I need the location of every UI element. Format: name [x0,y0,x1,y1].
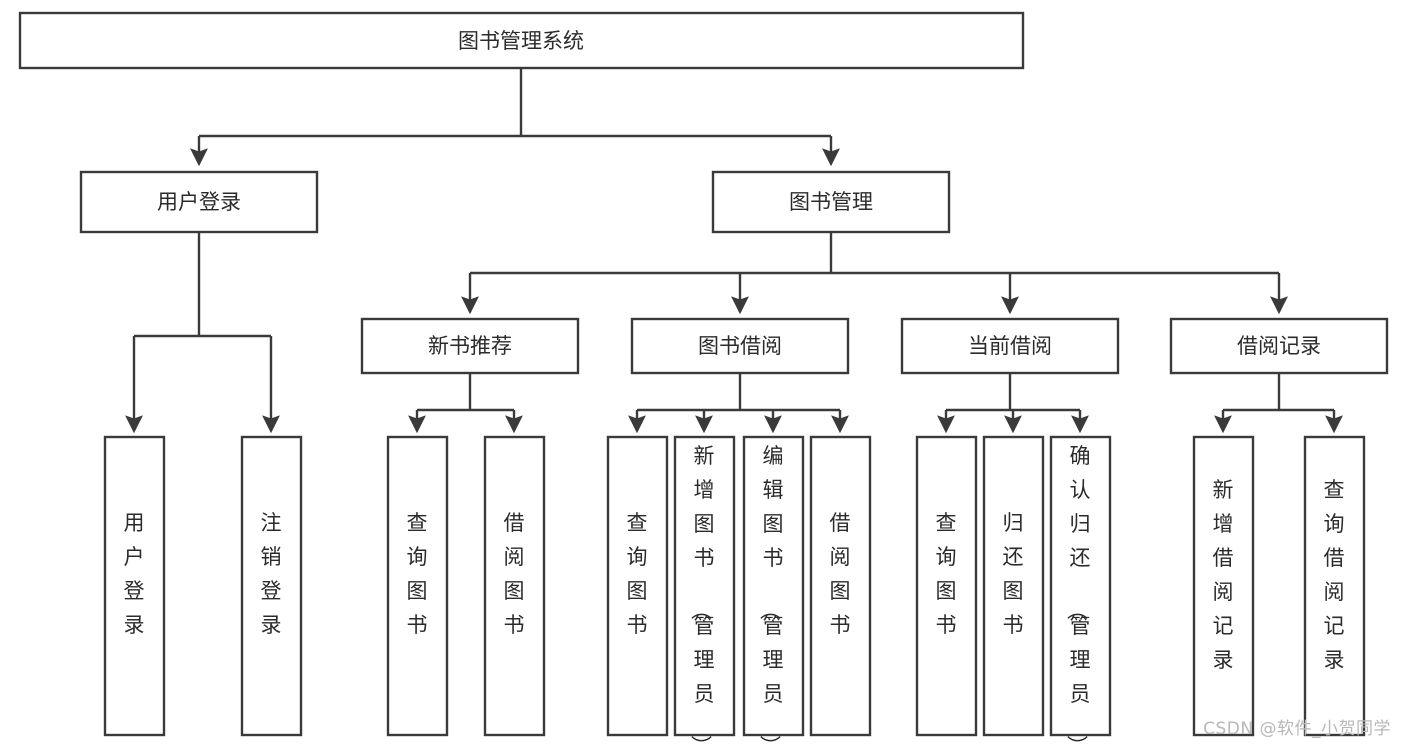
leaf-query-book-3-label: 查询图书 [936,511,957,637]
node-user-login[interactable]: 用户登录 [79,170,319,234]
leaf-query-book-2[interactable]: 查询图书 [606,435,669,737]
leaf-query-borrow-record[interactable]: 查询借阅记录 [1303,435,1366,737]
node-borrow-record-label: 借阅记录 [1237,334,1321,358]
leaf-edit-book-label: 编辑图书（管理员） [758,444,784,747]
node-root-box[interactable] [18,11,1025,70]
leaf-query-book-1[interactable]: 查询图书 [386,435,449,737]
leaf-borrow-book-2[interactable]: 借阅图书 [809,435,872,737]
node-book-manage-box[interactable] [711,170,951,234]
leaf-borrow-book-1-label: 借阅图书 [504,511,525,637]
leaf-query-borrow-record-box[interactable] [1303,435,1366,737]
leaf-user-logout-label: 注销登录 [261,511,282,637]
leaf-user-logout-box[interactable] [240,435,303,737]
node-new-book-recommend-label: 新书推荐 [428,334,512,358]
node-borrow-record[interactable]: 借阅记录 [1169,317,1389,375]
leaf-confirm-return-box[interactable] [1049,435,1112,737]
leaf-query-book-1-label: 查询图书 [407,511,428,637]
node-book-borrow-label: 图书借阅 [698,334,782,358]
leaf-borrow-book-1[interactable]: 借阅图书 [483,435,546,737]
leaf-confirm-return[interactable]: 确认归还（管理员） [1049,435,1112,747]
leaf-query-book-1-box[interactable] [386,435,449,737]
node-borrow-record-box[interactable] [1169,317,1389,375]
leaf-confirm-return-label: 确认归还（管理员） [1065,444,1091,747]
leaf-query-book-2-label: 查询图书 [627,511,648,637]
leaf-query-book-3[interactable]: 查询图书 [915,435,978,737]
node-root[interactable]: 图书管理系统 [18,11,1025,70]
leaf-query-book-2-box[interactable] [606,435,669,737]
leaf-return-book[interactable]: 归还图书 [982,435,1045,737]
node-current-borrow-box[interactable] [900,317,1120,375]
node-current-borrow[interactable]: 当前借阅 [900,317,1120,375]
node-book-manage[interactable]: 图书管理 [711,170,951,234]
node-current-borrow-label: 当前借阅 [968,334,1052,358]
node-new-book-recommend-box[interactable] [360,317,580,375]
leaf-borrow-book-2-label: 借阅图书 [830,511,851,637]
node-root-label: 图书管理系统 [458,29,584,53]
leaf-edit-book[interactable]: 编辑图书（管理员） [742,435,805,747]
csdn-watermark: CSDN @软件_小贺同学 [1203,719,1391,739]
leaf-return-book-label: 归还图书 [1003,511,1024,637]
leaf-user-login[interactable]: 用户登录 [103,435,166,737]
leaf-add-book-label: 新增图书（管理员） [689,444,715,747]
node-book-borrow[interactable]: 图书借阅 [630,317,850,375]
node-user-login-label: 用户登录 [157,190,241,214]
node-book-manage-label: 图书管理 [789,190,873,214]
leaf-add-borrow-record[interactable]: 新增借阅记录 [1192,435,1255,737]
leaf-user-login-label: 用户登录 [124,511,145,637]
leaf-add-book[interactable]: 新增图书（管理员） [673,435,736,747]
node-book-borrow-box[interactable] [630,317,850,375]
leaf-user-login-box[interactable] [103,435,166,737]
leaf-add-book-box[interactable] [673,435,736,737]
leaf-borrow-book-1-box[interactable] [483,435,546,737]
leaf-return-book-box[interactable] [982,435,1045,737]
leaf-query-borrow-record-label: 查询借阅记录 [1324,478,1345,672]
leaf-add-borrow-record-box[interactable] [1192,435,1255,737]
leaf-edit-book-box[interactable] [742,435,805,737]
leaf-borrow-book-2-box[interactable] [809,435,872,737]
leaf-add-borrow-record-label: 新增借阅记录 [1213,478,1234,672]
leaf-user-logout[interactable]: 注销登录 [240,435,303,737]
leaf-query-book-3-box[interactable] [915,435,978,737]
node-new-book-recommend[interactable]: 新书推荐 [360,317,580,375]
